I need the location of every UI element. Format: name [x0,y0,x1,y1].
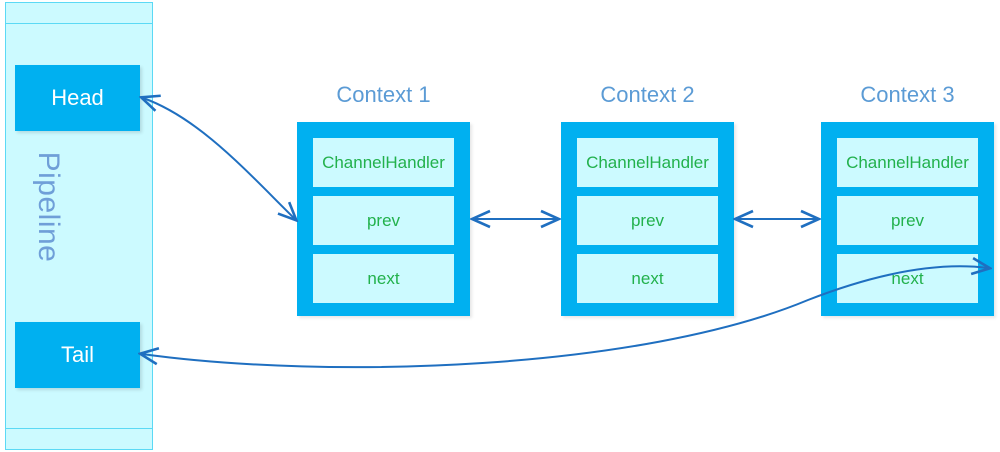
context-1-row-prev-label: prev [366,210,401,230]
pipeline-bottom-strip [5,428,153,450]
context-2-row-channelhandler[interactable]: ChannelHandler [577,138,718,187]
context-1[interactable]: Context 1 ChannelHandler prev next [297,82,470,316]
context-3-row-prev[interactable]: prev [837,196,978,245]
context-2[interactable]: Context 2 ChannelHandler prev next [561,82,734,316]
context-3-row-channelhandler[interactable]: ChannelHandler [837,138,978,187]
tail-node[interactable]: Tail [15,322,140,388]
context-3-row-prev-label: prev [890,210,925,230]
context-1-row-next[interactable]: next [313,254,454,303]
context-1-row-channelhandler[interactable]: ChannelHandler [313,138,454,187]
context-1-title: Context 1 [336,82,431,107]
context-2-row-prev-label: prev [630,210,665,230]
head-node[interactable]: Head [15,65,140,131]
head-node-label: Head [51,85,104,110]
context-3-title: Context 3 [860,82,955,107]
context-3-row-next[interactable]: next [837,254,978,303]
context-2-title: Context 2 [600,82,695,107]
connector-head-to-context1 [143,98,295,219]
context-1-row-channelhandler-label: ChannelHandler [322,152,445,172]
context-2-row-channelhandler-label: ChannelHandler [586,152,709,172]
context-2-row-prev[interactable]: prev [577,196,718,245]
pipeline-label: Pipeline [32,151,65,263]
tail-node-label: Tail [60,342,94,367]
context-2-row-next-label: next [631,268,664,288]
context-1-row-prev[interactable]: prev [313,196,454,245]
context-2-row-next[interactable]: next [577,254,718,303]
context-1-row-next-label: next [367,268,400,288]
context-3-row-next-label: next [891,268,924,288]
pipeline-top-strip [5,2,153,24]
context-3[interactable]: Context 3 ChannelHandler prev next [821,82,994,316]
context-3-row-channelhandler-label: ChannelHandler [846,152,969,172]
